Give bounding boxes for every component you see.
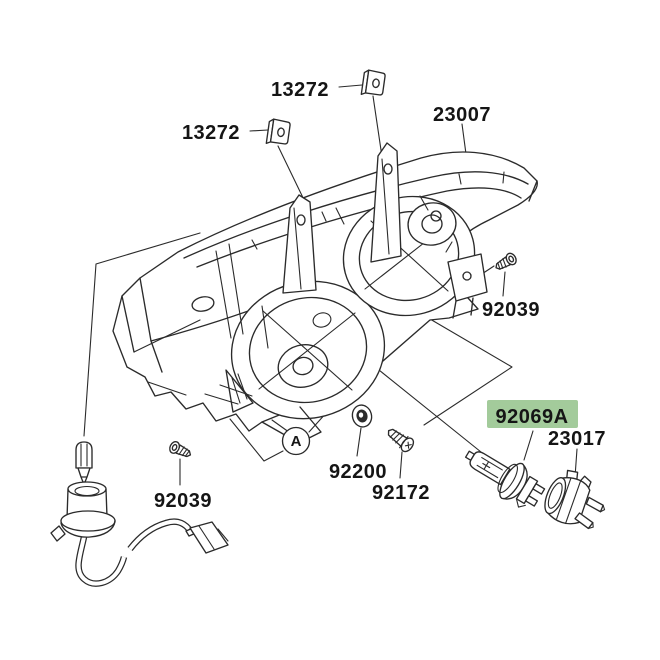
- bulb-socket-icon: [544, 469, 606, 530]
- part-label-92069A[interactable]: 92069A: [495, 406, 568, 428]
- screw-upper-right-icon: [492, 250, 519, 274]
- detail-marker-label: A: [291, 433, 302, 450]
- screw-lower-left-icon: [167, 439, 194, 461]
- damper-washer-icon: [351, 404, 373, 428]
- mounting-clip-top-icon: [360, 68, 387, 98]
- part-label-13272-top: 13272: [271, 79, 329, 101]
- part-label-23007: 23007: [433, 104, 491, 126]
- part-label-13272-left: 13272: [182, 122, 240, 144]
- halogen-bulb-icon: [464, 450, 546, 508]
- wedge-bulb-icon: [75, 441, 93, 483]
- part-label-92039-left: 92039: [154, 490, 212, 512]
- headlight-housing-drawing: [112, 142, 538, 444]
- socket-wire-icon: [50, 481, 229, 587]
- highlight-box[interactable]: [487, 400, 578, 428]
- mounting-clip-left-icon: [265, 117, 292, 147]
- part-label-92039-right: 92039: [482, 299, 540, 321]
- pan-screw-icon: [387, 428, 415, 453]
- part-label-92172: 92172: [372, 482, 430, 504]
- detail-marker: A: [281, 426, 311, 456]
- part-label-92200: 92200: [329, 461, 387, 483]
- part-label-23017: 23017: [548, 428, 606, 450]
